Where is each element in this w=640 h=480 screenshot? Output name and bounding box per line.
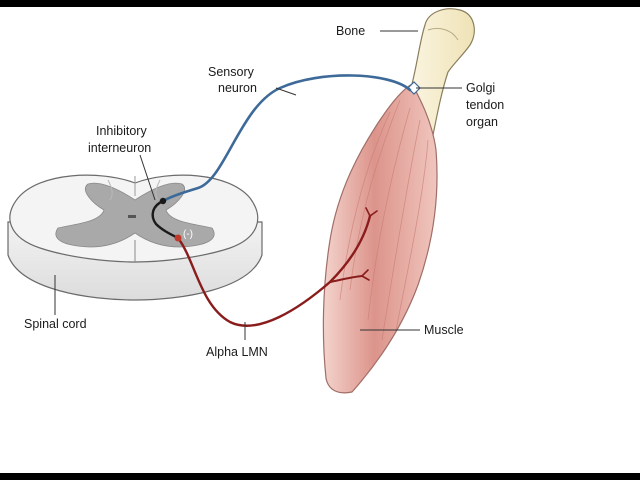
label-alpha-lmn: Alpha LMN xyxy=(206,345,268,359)
bone xyxy=(409,8,475,141)
alpha-motor-neuron xyxy=(176,214,372,327)
bone-head-detail xyxy=(427,27,459,41)
letterbox-bottom xyxy=(0,473,640,480)
sensory-neuron xyxy=(161,74,412,203)
bone-shape xyxy=(409,8,475,141)
label-golgi-2: tendon xyxy=(466,98,504,112)
muscle xyxy=(322,83,438,394)
interneuron-cell-body xyxy=(159,197,167,205)
interneuron xyxy=(151,199,180,240)
leader-sensory xyxy=(275,87,297,96)
inhibitory-sign: (-) xyxy=(183,229,193,240)
cord-ridges xyxy=(107,179,161,201)
label-spinal-cord: Spinal cord xyxy=(24,317,87,331)
label-sensory-2: neuron xyxy=(218,81,257,95)
label-golgi-3: organ xyxy=(466,115,498,129)
label-muscle: Muscle xyxy=(424,323,464,337)
label-golgi-1: Golgi xyxy=(466,81,495,95)
label-sensory-1: Sensory xyxy=(208,65,255,79)
muscle-striations xyxy=(339,99,429,341)
label-inhibitory-1: Inhibitory xyxy=(96,124,147,138)
leader-inhibitory xyxy=(139,154,156,201)
label-bone: Bone xyxy=(336,24,365,38)
motor-branch-lower xyxy=(329,275,363,283)
motor-terminal-lower xyxy=(361,269,370,281)
central-canal xyxy=(128,215,136,218)
letterbox-top xyxy=(0,0,640,7)
motor-cell-body xyxy=(174,234,182,242)
spinal-cord xyxy=(7,174,263,301)
motor-terminal-upper xyxy=(365,207,378,217)
muscle-belly xyxy=(322,83,438,394)
label-inhibitory-2: interneuron xyxy=(88,141,151,155)
